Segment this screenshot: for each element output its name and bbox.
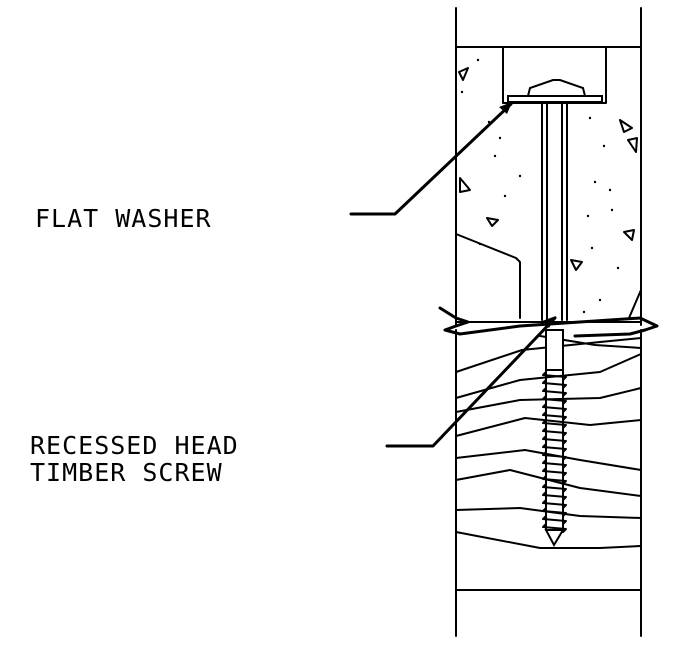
thread-turn [542,475,567,485]
thread-turn [542,499,567,509]
thread-turn [542,443,567,453]
screw-leader-arrow [542,316,556,328]
screw-head [526,79,587,97]
thread-turn [542,467,567,477]
thread-turn [542,451,567,461]
concrete-stipple [460,58,620,314]
grain-8 [455,531,642,549]
thread-turn [542,483,567,493]
aggregate-4 [459,177,471,193]
aggregate-5 [486,217,499,227]
grain-6 [455,469,642,497]
thread-turn [542,395,567,405]
thread-turn [542,379,567,389]
flat-washer-label: FLAT WASHER [35,204,212,233]
thread-turn [542,435,567,445]
washer-leader [349,102,513,216]
thread-turn [542,507,567,517]
thread-turn [542,515,567,525]
concrete-chamfer [628,289,642,319]
thread-turn [542,387,567,397]
aggregate-1 [458,67,469,81]
thread-turn [542,371,567,381]
thread-turn [542,523,567,533]
thread-turn [542,411,567,421]
washer-leader-arrow [499,102,512,114]
concrete-haunch [455,233,521,319]
screw-shank-lower [545,329,564,371]
grain-4 [455,417,642,437]
thread-root [545,369,564,531]
grain-7 [455,507,642,519]
aggregate-2 [619,119,633,133]
screw-threads [542,369,567,533]
aggregate-6 [623,229,635,241]
thread-turn [542,459,567,469]
thread-turn [542,419,567,429]
thread-turn [542,427,567,437]
screw-tip [544,529,565,548]
grain-3 [455,387,642,413]
thread-turn [542,403,567,413]
screw-leader [385,316,557,448]
aggregate-3 [627,137,638,153]
timber-screw-label-line2: TIMBER SCREW [30,458,223,487]
thread-turn [542,491,567,501]
timber-screw-label: RECESSED HEAD TIMBER SCREW [30,432,239,486]
aggregate-7 [570,259,583,271]
grain-5 [455,449,642,471]
timber-screw-label-line1: RECESSED HEAD [30,431,239,460]
